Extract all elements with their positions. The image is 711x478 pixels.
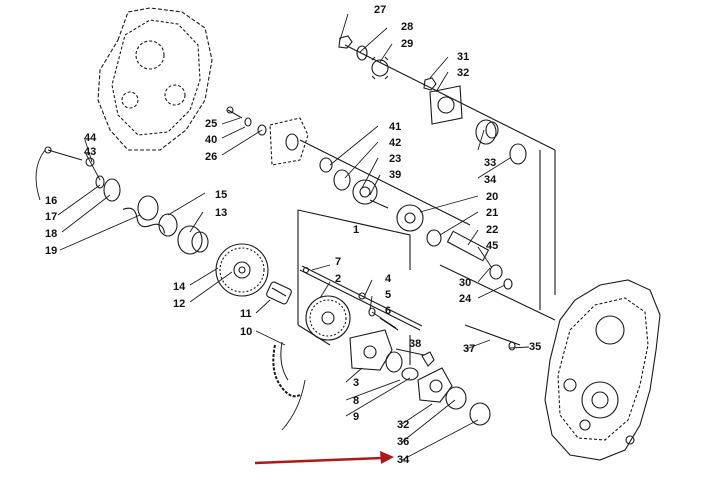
callout-41: 41 [389,121,402,133]
parts-lower-cluster [349,324,521,426]
callout-25: 25 [205,118,218,130]
callout-5: 5 [385,289,392,301]
callout-27: 27 [374,4,387,16]
sprocket-12 [215,243,269,297]
callout-36: 36 [397,436,410,448]
callout-35: 35 [529,341,542,353]
highlight-arrow [254,451,394,465]
callout-30: 30 [459,277,472,289]
gear-11 [266,281,292,305]
callout-32-bottom: 32 [397,419,410,431]
shaft-axes [299,44,556,321]
callout-24: 24 [459,293,472,305]
callout-34-top: 34 [484,174,497,186]
callout-17: 17 [45,211,58,223]
callout-22: 22 [486,224,499,236]
callout-3: 3 [353,377,360,389]
parts-left [44,146,209,255]
callout-45: 45 [486,240,499,252]
callout-14: 14 [173,281,186,293]
callout-39: 39 [389,169,402,181]
callout-15: 15 [215,189,228,201]
callout-37: 37 [463,343,476,355]
callout-20: 20 [486,191,499,203]
chain-10 [272,341,301,398]
callout-38: 38 [409,338,422,350]
callout-8: 8 [353,395,360,407]
callout-42: 42 [389,137,402,149]
callout-13: 13 [215,207,228,219]
parts-small-hardware [302,266,399,331]
callout-10: 10 [240,326,253,338]
callout-18: 18 [45,228,58,240]
callout-16: 16 [45,195,58,207]
callout-4: 4 [385,273,392,285]
callout-19: 19 [45,245,58,257]
callout-9: 9 [353,411,360,423]
callout-11: 11 [240,308,252,320]
callout-32-top: 32 [457,67,470,79]
callout-1: 1 [353,224,360,236]
callout-29: 29 [401,38,414,50]
callout-6: 6 [385,305,392,317]
gearcase-cover-top [97,7,213,151]
callout-21: 21 [486,207,499,219]
parts-top-cluster [338,35,527,165]
callout-7: 7 [335,256,342,268]
gearcase-housing-right [544,279,661,461]
callout-40: 40 [205,134,218,146]
callout-2: 2 [335,273,342,285]
parts-middle-upper [226,106,513,290]
callout-43: 43 [84,146,97,158]
callout-26: 26 [205,151,218,163]
callout-34-bottom: 34 [397,454,410,466]
sprocket-2 [299,265,423,341]
callout-44: 44 [84,132,97,144]
leader-lines [35,13,530,461]
callout-28: 28 [401,21,414,33]
callout-23: 23 [389,153,402,165]
callout-12: 12 [173,298,186,310]
callout-33: 33 [484,157,497,169]
callout-31: 31 [457,51,470,63]
